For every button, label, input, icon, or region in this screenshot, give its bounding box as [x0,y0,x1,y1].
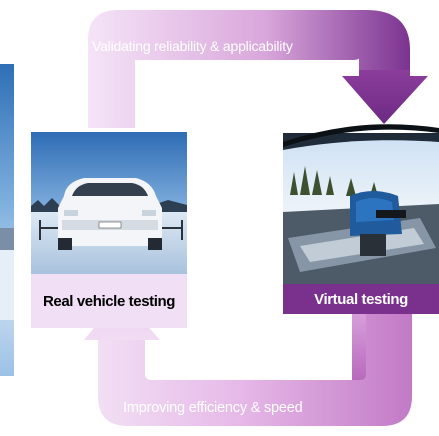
bottom-flow-label: Improving efficiency & speed [123,400,303,416]
virtual-testing-text: Virtual testing [314,290,408,308]
bottom-cycle-arrow-band [98,312,412,426]
virtual-testing-label: Virtual testing [283,284,439,314]
top-flow-label: Validating reliability & applicability [92,38,293,54]
real-vehicle-testing-label: Real vehicle testing [31,274,187,328]
down-arrow-head [342,70,428,124]
real-vehicle-testing-text: Real vehicle testing [42,292,176,310]
top-cycle-arrow-band [88,10,410,128]
